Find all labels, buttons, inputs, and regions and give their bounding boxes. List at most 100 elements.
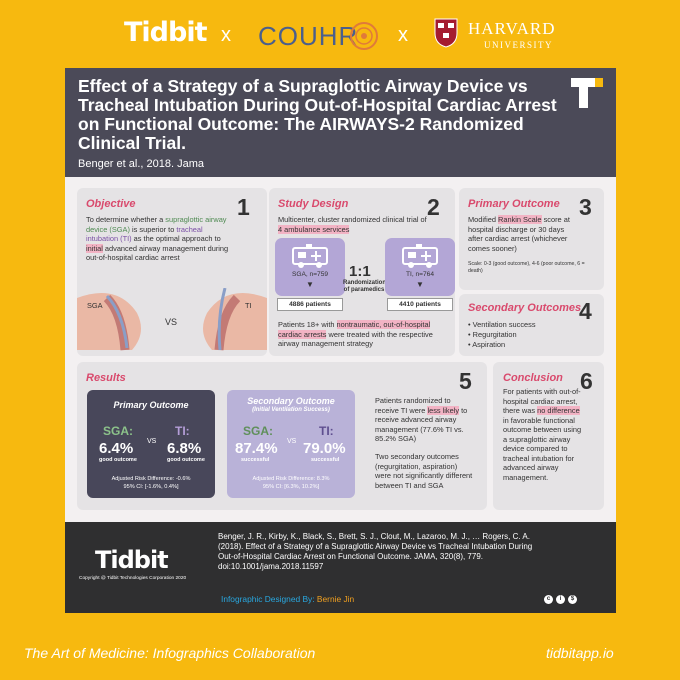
conclusion-text-2: in favorable functional outcome between …	[503, 415, 582, 482]
study-design-text-1: Multicenter, cluster randomized clinical…	[278, 215, 427, 224]
nc-icon: $	[568, 595, 577, 604]
sga-ambulance-card: SGA, n=759 ▼	[275, 238, 345, 296]
primary-outcome-text-1: Modified	[468, 215, 498, 224]
secondary-vs: VS	[287, 438, 297, 445]
objective-initial: initial	[86, 243, 103, 253]
footer-designer-credit: Infographic Designed By: Bernie Jin	[221, 594, 354, 604]
secondary-item-1: Regurgitation	[472, 330, 517, 339]
ambulance-icon	[292, 244, 328, 268]
logo-separator: x	[221, 24, 231, 46]
infographic-byline: Benger et al., 2018. Jama	[78, 158, 204, 170]
secondary-item-2: Aspiration	[472, 340, 506, 349]
ti-ambulance-card: TI, n=764 ▼	[385, 238, 455, 296]
secondary-result-card: Secondary Outcome (Initial Ventilation S…	[227, 390, 355, 498]
results-text-1: Patients randomized to receive TI were	[375, 396, 451, 415]
primary-sga-label: SGA:	[103, 424, 133, 438]
primary-ard: Adjusted Risk Difference: -0.6%	[111, 476, 191, 482]
infographic-header: Effect of a Strategy of a Supraglottic A…	[65, 68, 616, 177]
couhr-logo: COUHR	[258, 21, 359, 51]
conclusion-panel: Conclusion 6 For patients with out-of-ho…	[493, 362, 604, 510]
secondary-result-title: Secondary Outcome	[247, 396, 335, 406]
results-title: Results	[86, 372, 126, 384]
ti-group-size: TI, n=764	[405, 271, 435, 278]
conclusion-title: Conclusion	[503, 372, 563, 384]
ti-illustration-label: TI	[245, 301, 252, 310]
footer-reference: Benger, J. R., Kirby, K., Black, S., Bre…	[218, 532, 533, 571]
primary-sga-value: 6.4%	[99, 440, 134, 457]
secondary-sga-label: SGA:	[243, 424, 273, 438]
designer-name: Bernie Jin	[316, 594, 355, 604]
designed-by-label: Infographic Designed By:	[221, 594, 317, 604]
sga-arrow-icon: ▼	[306, 280, 314, 289]
secondary-ti-sub: successful	[311, 457, 340, 463]
study-design-note-2: were treated with the respective airway …	[278, 329, 433, 349]
conclusion-text-1: For patients with out-of-hospital cardia…	[503, 387, 581, 415]
secondary-outcome-item: • Ventilation success	[468, 320, 536, 329]
couhr-emblem-icon	[350, 22, 378, 50]
primary-outcome-panel: Primary Outcome 3 Modified Rankin Scale …	[459, 188, 604, 290]
conclusion-text: For patients with out-of-hospital cardia…	[503, 387, 583, 482]
objective-text-1: To determine whether a	[86, 215, 166, 224]
footer-tidbit-logo: Tidbit	[95, 546, 169, 574]
logo-separator-2: x	[398, 24, 408, 46]
primary-outcome-rankin: Rankin Scale	[498, 215, 542, 224]
infographic-footer: Tidbit Copyright @ Tidbit Technologies C…	[65, 522, 616, 613]
secondary-ard: Adjusted Risk Difference: 8.3%	[252, 476, 330, 482]
secondary-outcome-item: • Aspiration	[468, 340, 506, 349]
results-text-2: to receive advanced airway management (7…	[375, 405, 468, 444]
harvard-name: HARVARD	[468, 19, 556, 38]
primary-ti-label: TI:	[175, 424, 190, 438]
footer-copyright: Copyright @ Tidbit Technologies Corporat…	[79, 576, 187, 581]
objective-text-2: is superior to	[129, 224, 177, 234]
objective-text-3: as the optimal approach to	[131, 234, 221, 243]
objective-text-4: advanced airway management during out-of…	[86, 243, 229, 263]
secondary-outcomes-number: 4	[579, 298, 592, 324]
secondary-outcome-item: • Regurgitation	[468, 330, 517, 339]
results-text-secondary: Two secondary outcomes (regurgitation, a…	[375, 452, 473, 490]
airway-illustration	[77, 288, 267, 351]
secondary-ti-value: 79.0%	[303, 440, 346, 457]
cc-icon: c	[544, 595, 553, 604]
conclusion-number: 6	[580, 368, 593, 394]
sga-patients: 4886 patients	[277, 298, 343, 311]
ti-arrow-icon: ▼	[416, 280, 424, 289]
study-design-note: Patients 18+ with nontraumatic, out-of-h…	[278, 320, 448, 349]
vs-illustration-label: VS	[165, 317, 178, 327]
by-icon: i	[556, 595, 565, 604]
study-design-panel: Study Design 2 Multicenter, cluster rand…	[269, 188, 455, 356]
primary-vs: VS	[147, 438, 157, 445]
primary-outcome-title: Primary Outcome	[468, 198, 560, 210]
infographic-card: Effect of a Strategy of a Supraglottic A…	[65, 68, 616, 613]
secondary-sga-sub: successful	[241, 457, 270, 463]
results-text: Patients randomized to receive TI were l…	[375, 396, 475, 444]
primary-ci: 95% CI: [-1.6%, 0.4%]	[123, 484, 179, 490]
objective-title: Objective	[86, 198, 136, 210]
objective-panel: Objective 1 To determine whether a supra…	[77, 188, 267, 356]
study-design-title: Study Design	[278, 198, 349, 210]
study-design-text: Multicenter, cluster randomized clinical…	[278, 215, 428, 234]
primary-outcome-scale: Scale: 0-3 (good outcome), 4-6 (poor out…	[468, 261, 585, 274]
objective-sga-term: supraglottic airway device (SGA)	[86, 215, 227, 234]
ambulance-icon-2	[402, 244, 438, 268]
objective-text: To determine whether a supraglottic airw…	[86, 215, 236, 263]
primary-outcome-text: Modified Rankin Scale score at hospital …	[468, 215, 580, 253]
randomization-ratio: 1:1	[349, 263, 371, 280]
results-less-likely: less likely	[427, 405, 460, 415]
secondary-ci: 95% CI: [6.3%, 10.2%]	[262, 484, 320, 490]
sga-group-size: SGA, n=759	[291, 271, 329, 278]
primary-sga-sub: good outcome	[99, 457, 137, 463]
results-panel: Results 5 Primary Outcome SGA: 6.4% good…	[77, 362, 487, 510]
harvard-university: UNIVERSITY	[484, 40, 553, 50]
partner-logos-bar: Tidbit x COUHR x HARVARD UNIVERSITY	[0, 0, 680, 62]
objective-ti-term: tracheal intubation (TI)	[86, 224, 203, 244]
tidbit-t-icon	[571, 78, 603, 108]
website-link[interactable]: tidbitapp.io	[546, 645, 614, 661]
secondary-result-subtitle: (Initial Ventilation Success)	[252, 407, 330, 413]
primary-outcome-number: 3	[579, 194, 592, 220]
primary-ti-sub: good outcome	[167, 457, 205, 463]
study-design-ambulance: 4 ambulance services	[278, 224, 350, 234]
tidbit-logo: Tidbit	[124, 17, 207, 48]
study-design-note-1: Patients 18+ with	[278, 320, 337, 329]
secondary-sga-value: 87.4%	[235, 440, 278, 457]
primary-result-title: Primary Outcome	[113, 400, 189, 410]
